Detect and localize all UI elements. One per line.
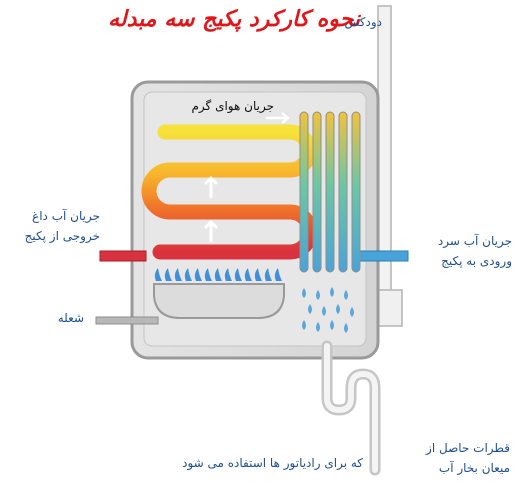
burner: [153, 283, 285, 319]
hot-air-arrow-up: [203, 219, 219, 242]
exchanger-tube: [299, 111, 309, 273]
heating-coil: [141, 124, 318, 260]
condensate-drops: [302, 287, 354, 333]
diagram-title: نحوه کارکرد پکیج سه مبدله: [108, 7, 360, 32]
hot-water-out-label-line1: جریان آب داغ: [32, 209, 100, 223]
hot-water-out-label-line2: خروجی از پکیج: [24, 229, 100, 243]
gas-inlet-pipe: [95, 316, 159, 325]
flame-label: شعله: [57, 311, 84, 325]
condensate-label-line2: میعان بخار آب: [438, 461, 510, 475]
cold-water-in-label-line2: ورودی به پکیج: [441, 254, 512, 268]
hot-water-out-pipe: [99, 250, 147, 262]
cold-water-in-label-line1: جریان آب سرد: [437, 234, 512, 248]
cold-water-in-pipe: [359, 250, 409, 262]
exchanger-tube: [338, 111, 348, 273]
chimney-label: دودکش: [344, 15, 383, 29]
radiator-use-label: که برای رادیاتور ها استفاده می شود: [182, 456, 363, 470]
exchanger-tube: [351, 111, 361, 273]
hot-air-arrow-right: [266, 112, 290, 124]
hot-air-arrow-up: [203, 175, 219, 198]
condensate-drain-pipe-core: [324, 343, 378, 473]
condensate-label-line1: قطرات حاصل از: [426, 441, 510, 455]
exchanger-tube: [312, 111, 322, 273]
hot-air-flow-label: جریان هوای گرم: [191, 99, 275, 113]
exchanger-tube: [325, 111, 335, 273]
burner-flames: [154, 268, 282, 281]
